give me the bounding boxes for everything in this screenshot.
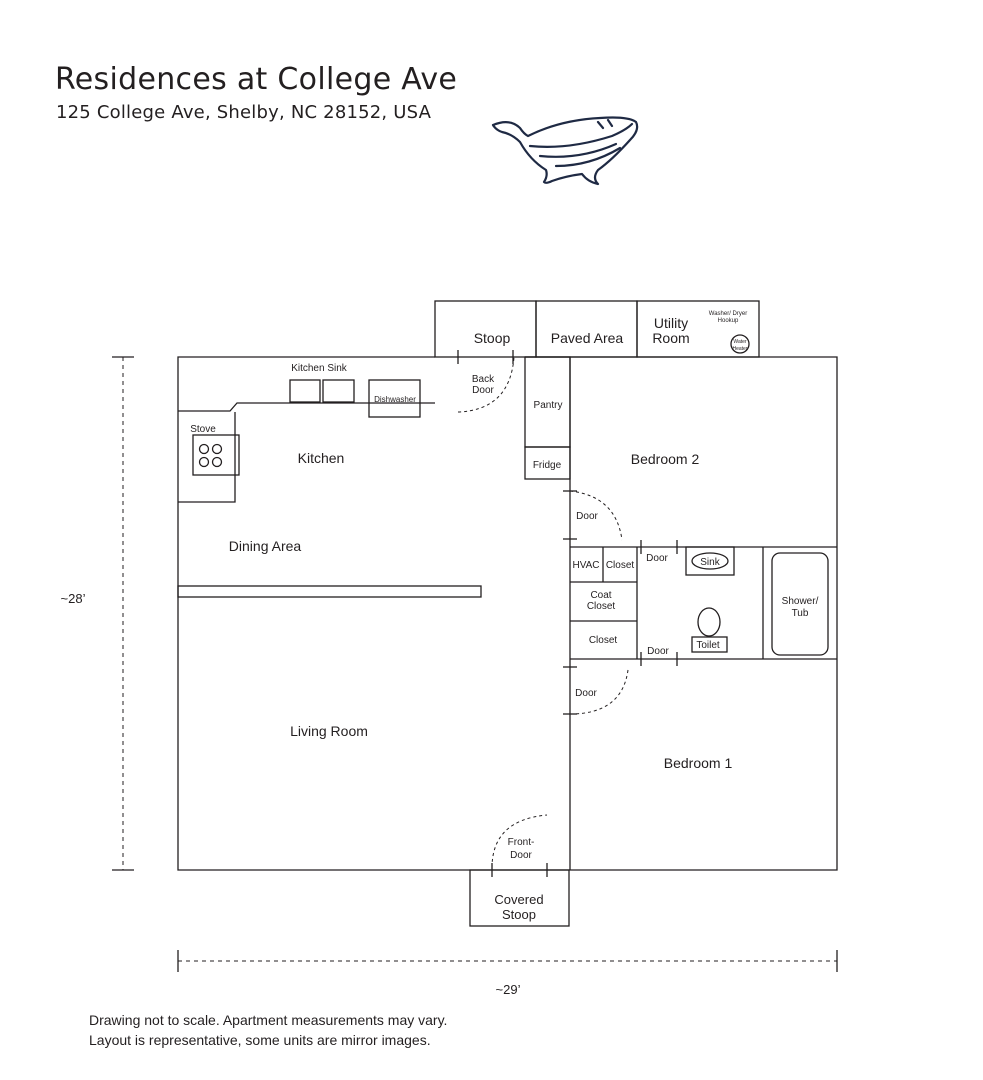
disclaimer-line: Drawing not to scale. Apartment measurem… (89, 1012, 448, 1028)
sink (691, 552, 729, 570)
property-address: 125 College Ave, Shelby, NC 28152, USA (56, 102, 432, 123)
disclaimer-line: Layout is representative, some units are… (89, 1032, 431, 1048)
covered-stoop-label: Stoop (502, 907, 536, 922)
disclaimer: Drawing not to scale. Apartment measurem… (89, 1010, 447, 1050)
sink-label: Sink (700, 557, 720, 568)
door-label: Door (576, 511, 598, 522)
door-label: Door (647, 646, 669, 657)
bathroom-door-top[interactable] (640, 540, 678, 554)
bathroom-fixtures (685, 546, 829, 656)
water-heater-label: Water (733, 339, 746, 345)
toilet-label: Toilet (696, 640, 720, 651)
width-dimension (177, 950, 838, 972)
utility-room-label: Room (652, 330, 689, 346)
bathroom-door-bottom[interactable] (640, 652, 678, 666)
closet-label: Closet (606, 560, 635, 571)
bedroom-1-label: Bedroom 1 (664, 755, 733, 771)
shower-tub-label: Shower/ (782, 596, 819, 607)
height-dimension-label: ~28’ (61, 591, 86, 606)
shower-tub-label: Tub (792, 608, 809, 619)
water-heater-label: Heater (732, 346, 747, 352)
back-door[interactable] (457, 350, 515, 413)
door-label: Door (575, 688, 597, 699)
whale-icon (491, 116, 639, 186)
room-divider (177, 585, 482, 598)
back-door-label: Door (472, 385, 494, 396)
rear-structures (434, 300, 760, 358)
water-heater-icon (730, 334, 750, 354)
closet-label: Closet (589, 635, 618, 646)
interior-walls (569, 357, 837, 870)
back-door-label: Back (472, 374, 495, 385)
paved-area-label: Paved Area (551, 330, 624, 346)
covered-stoop (469, 869, 570, 927)
washer-dryer-label: Washer/ Dryer (709, 311, 747, 317)
sink-counter (685, 546, 735, 576)
pantry-label: Pantry (534, 400, 563, 411)
kitchen-sink-basin (322, 379, 355, 403)
height-dimension (112, 356, 134, 871)
stoop-label: Stoop (474, 330, 511, 346)
hvac-label: HVAC (572, 560, 599, 571)
shower-tub (771, 552, 829, 656)
dishwasher-label: Dishwasher (374, 395, 416, 404)
covered-stoop-label: Covered (494, 892, 543, 907)
washer-dryer-label: Hookup (718, 318, 739, 324)
exterior-walls (177, 356, 838, 871)
fridge-label: Fridge (533, 460, 562, 471)
kitchen-sink-label: Kitchen Sink (291, 363, 348, 374)
utility-room-label: Utility (654, 315, 688, 331)
kitchen-label: Kitchen (298, 450, 345, 466)
living-room-label: Living Room (290, 723, 368, 739)
front-door-label: Front- (508, 837, 535, 848)
stove-label: Stove (190, 424, 216, 435)
bedroom-2-label: Bedroom 2 (631, 451, 700, 467)
stove (192, 434, 240, 476)
dining-area-label: Dining Area (229, 538, 302, 554)
coat-closet-label: Closet (587, 601, 616, 612)
page-title: Residences at College Ave (55, 62, 458, 97)
toilet-bowl (697, 607, 721, 637)
kitchen-counters (178, 379, 435, 503)
bedroom-1-door[interactable] (563, 666, 629, 715)
dishwasher (368, 379, 421, 418)
bedroom-2-door[interactable] (563, 490, 623, 541)
width-dimension-label: ~29’ (496, 982, 521, 997)
front-door-label: Door (510, 850, 532, 861)
kitchen-sink-basin (289, 379, 321, 403)
toilet-tank (691, 636, 728, 653)
coat-closet-label: Coat (590, 590, 611, 601)
door-label: Door (646, 553, 668, 564)
